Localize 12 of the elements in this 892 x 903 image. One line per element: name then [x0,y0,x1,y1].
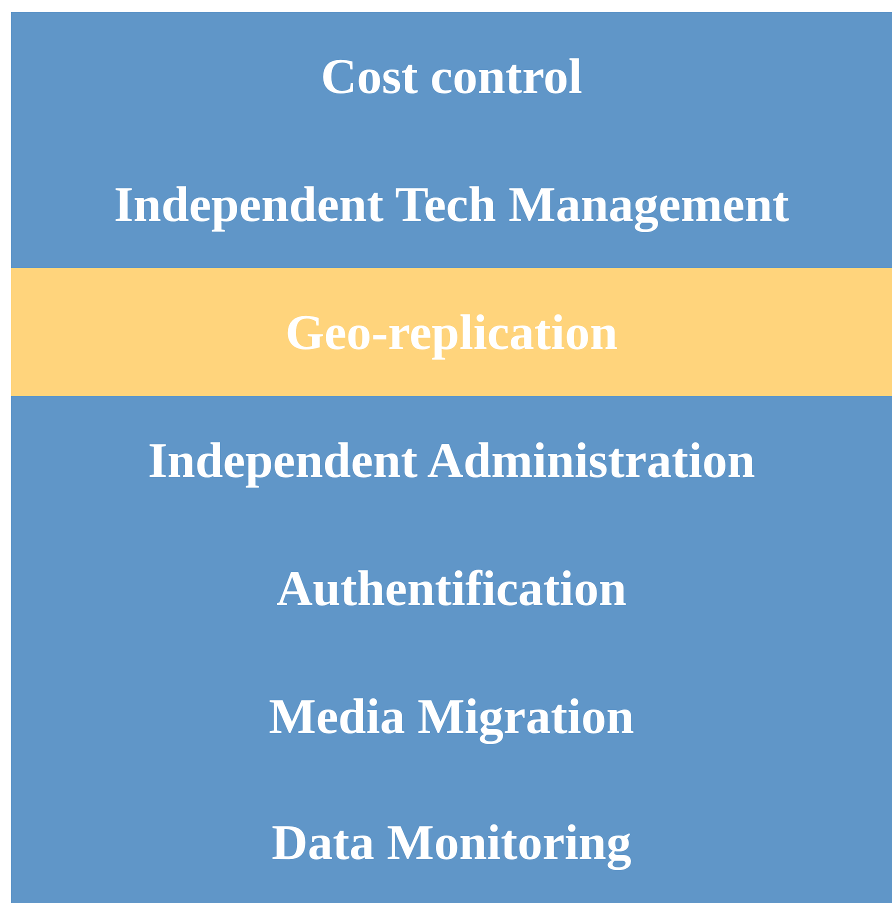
band-label: Independent Tech Management [114,175,790,233]
band-label: Cost control [320,47,582,105]
feature-band [11,12,892,140]
band-label: Authentification [276,559,626,617]
band-label: Data Monitoring [272,812,632,870]
feature-band [11,140,892,268]
feature-band [11,268,892,396]
band-label: Geo-replication [285,303,618,361]
band-label: Independent Administration [148,431,756,489]
band-label: Media Migration [268,687,634,745]
feature-band [11,780,892,903]
feature-band [11,396,892,524]
